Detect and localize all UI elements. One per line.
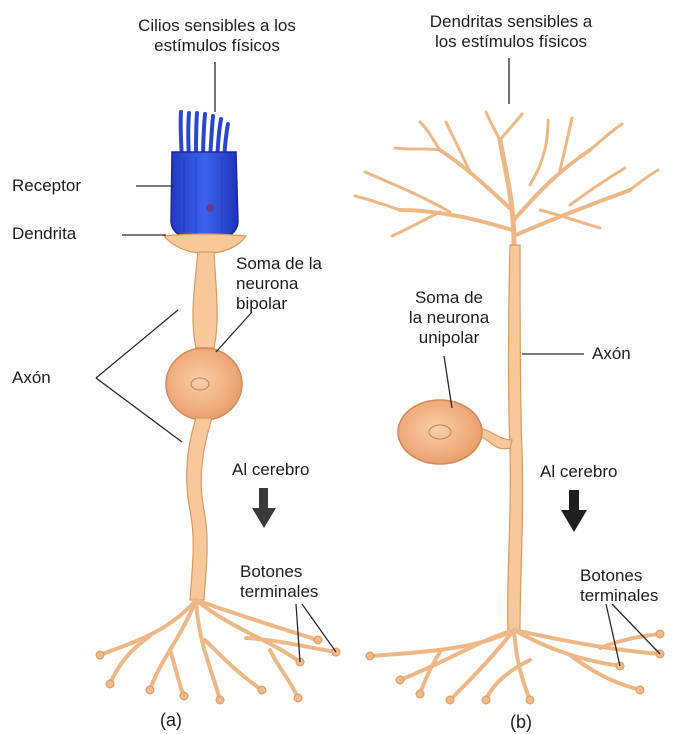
- bipolar-terminals-label: Botones terminales: [240, 562, 318, 602]
- bipolar-dendrite: [164, 234, 246, 253]
- direction-arrow-b: [561, 490, 587, 532]
- unipolar-axon-label: Axón: [592, 344, 631, 364]
- dendrite-stimulus-label: Dendritas sensibles a los estímulos físi…: [386, 12, 636, 52]
- panel-tag-a: (a): [160, 710, 182, 730]
- unipolar-terminals-label: Botones terminales: [580, 566, 658, 606]
- unipolar-soma-label: Soma de la neurona unipolar: [384, 288, 514, 348]
- unipolar-dendrites: [355, 112, 658, 245]
- dendrite-label: Dendrita: [12, 224, 76, 244]
- receptor-cell: [171, 152, 238, 241]
- direction-arrow-a: [252, 488, 276, 528]
- receptor-label: Receptor: [12, 176, 81, 196]
- bipolar-direction-label: Al cerebro: [232, 460, 309, 480]
- unipolar-neuron: [355, 112, 664, 704]
- unipolar-direction-label: Al cerebro: [540, 462, 617, 482]
- bipolar-terminals: [100, 600, 336, 700]
- panel-tag-b: (b): [510, 712, 532, 732]
- bipolar-axon-label: Axón: [12, 368, 51, 388]
- cilia-stimulus-label: Cilios sensibles a los estímulos físicos: [92, 16, 342, 56]
- bipolar-neuron: [96, 112, 340, 704]
- bipolar-soma: [166, 348, 242, 420]
- bipolar-soma-label: Soma de la neurona bipolar: [236, 254, 322, 314]
- bipolar-axon: [187, 418, 212, 600]
- unipolar-soma: [398, 400, 482, 464]
